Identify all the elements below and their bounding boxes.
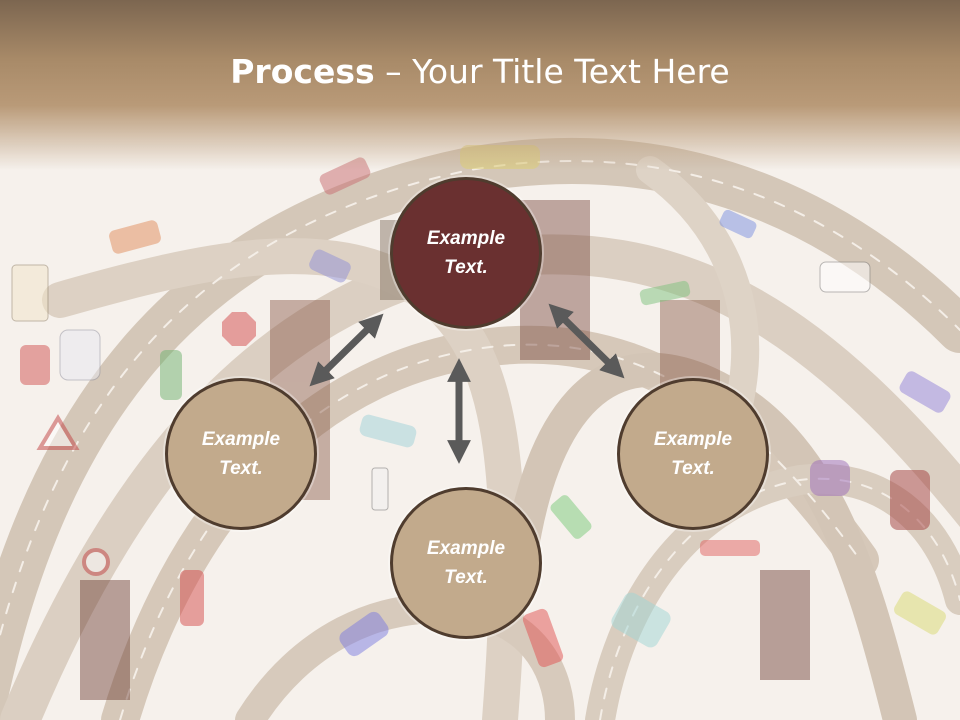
process-node-bottom-label: Example Text. <box>426 538 506 588</box>
process-node-top: Example Text. <box>390 177 542 329</box>
title-band <box>0 0 960 170</box>
slide-title: Process – Your Title Text Here <box>0 52 960 91</box>
process-node-top-label: Example Text. <box>426 228 506 278</box>
process-node-bottom: Example Text. <box>390 487 542 639</box>
arrow-top-right <box>548 303 625 379</box>
arrow-top-left <box>309 313 384 387</box>
process-node-right: Example Text. <box>617 378 769 530</box>
process-node-right-label: Example Text. <box>653 429 733 479</box>
process-node-left-label: Example Text. <box>201 429 281 479</box>
title-bold: Process <box>230 52 375 91</box>
process-node-left: Example Text. <box>165 378 317 530</box>
title-rest: – Your Title Text Here <box>374 52 730 91</box>
